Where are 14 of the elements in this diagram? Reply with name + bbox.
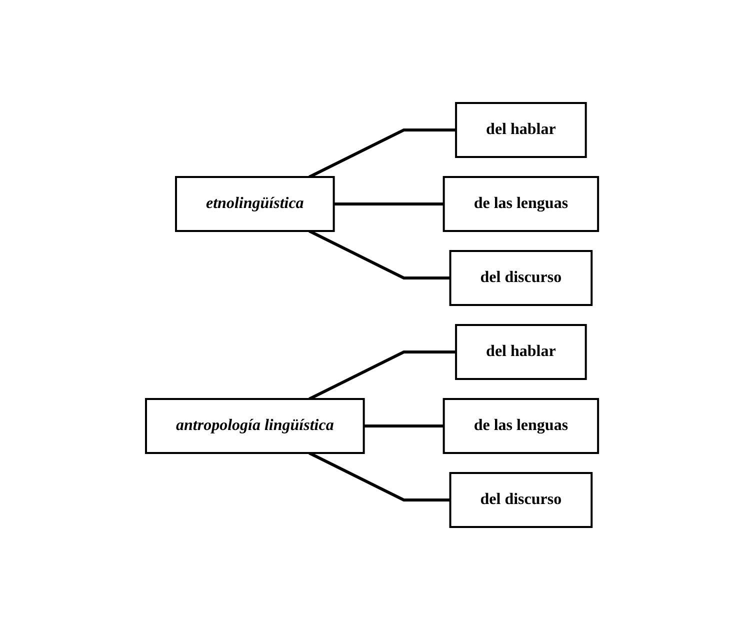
- connector: [334, 202, 444, 206]
- node-box: del discurso: [449, 472, 593, 528]
- connector: [308, 350, 456, 400]
- node-box: antropología lingüística: [144, 398, 365, 454]
- node-box: de las lenguas: [442, 176, 600, 232]
- node-box: etnolingüística: [174, 176, 335, 232]
- node-box: del discurso: [449, 250, 593, 306]
- connector: [308, 452, 450, 502]
- node-box: del hablar: [455, 324, 587, 380]
- connector: [308, 230, 450, 280]
- node-box: del hablar: [455, 102, 587, 158]
- connector: [364, 424, 444, 428]
- node-box: de las lenguas: [442, 398, 600, 454]
- connector: [308, 128, 456, 178]
